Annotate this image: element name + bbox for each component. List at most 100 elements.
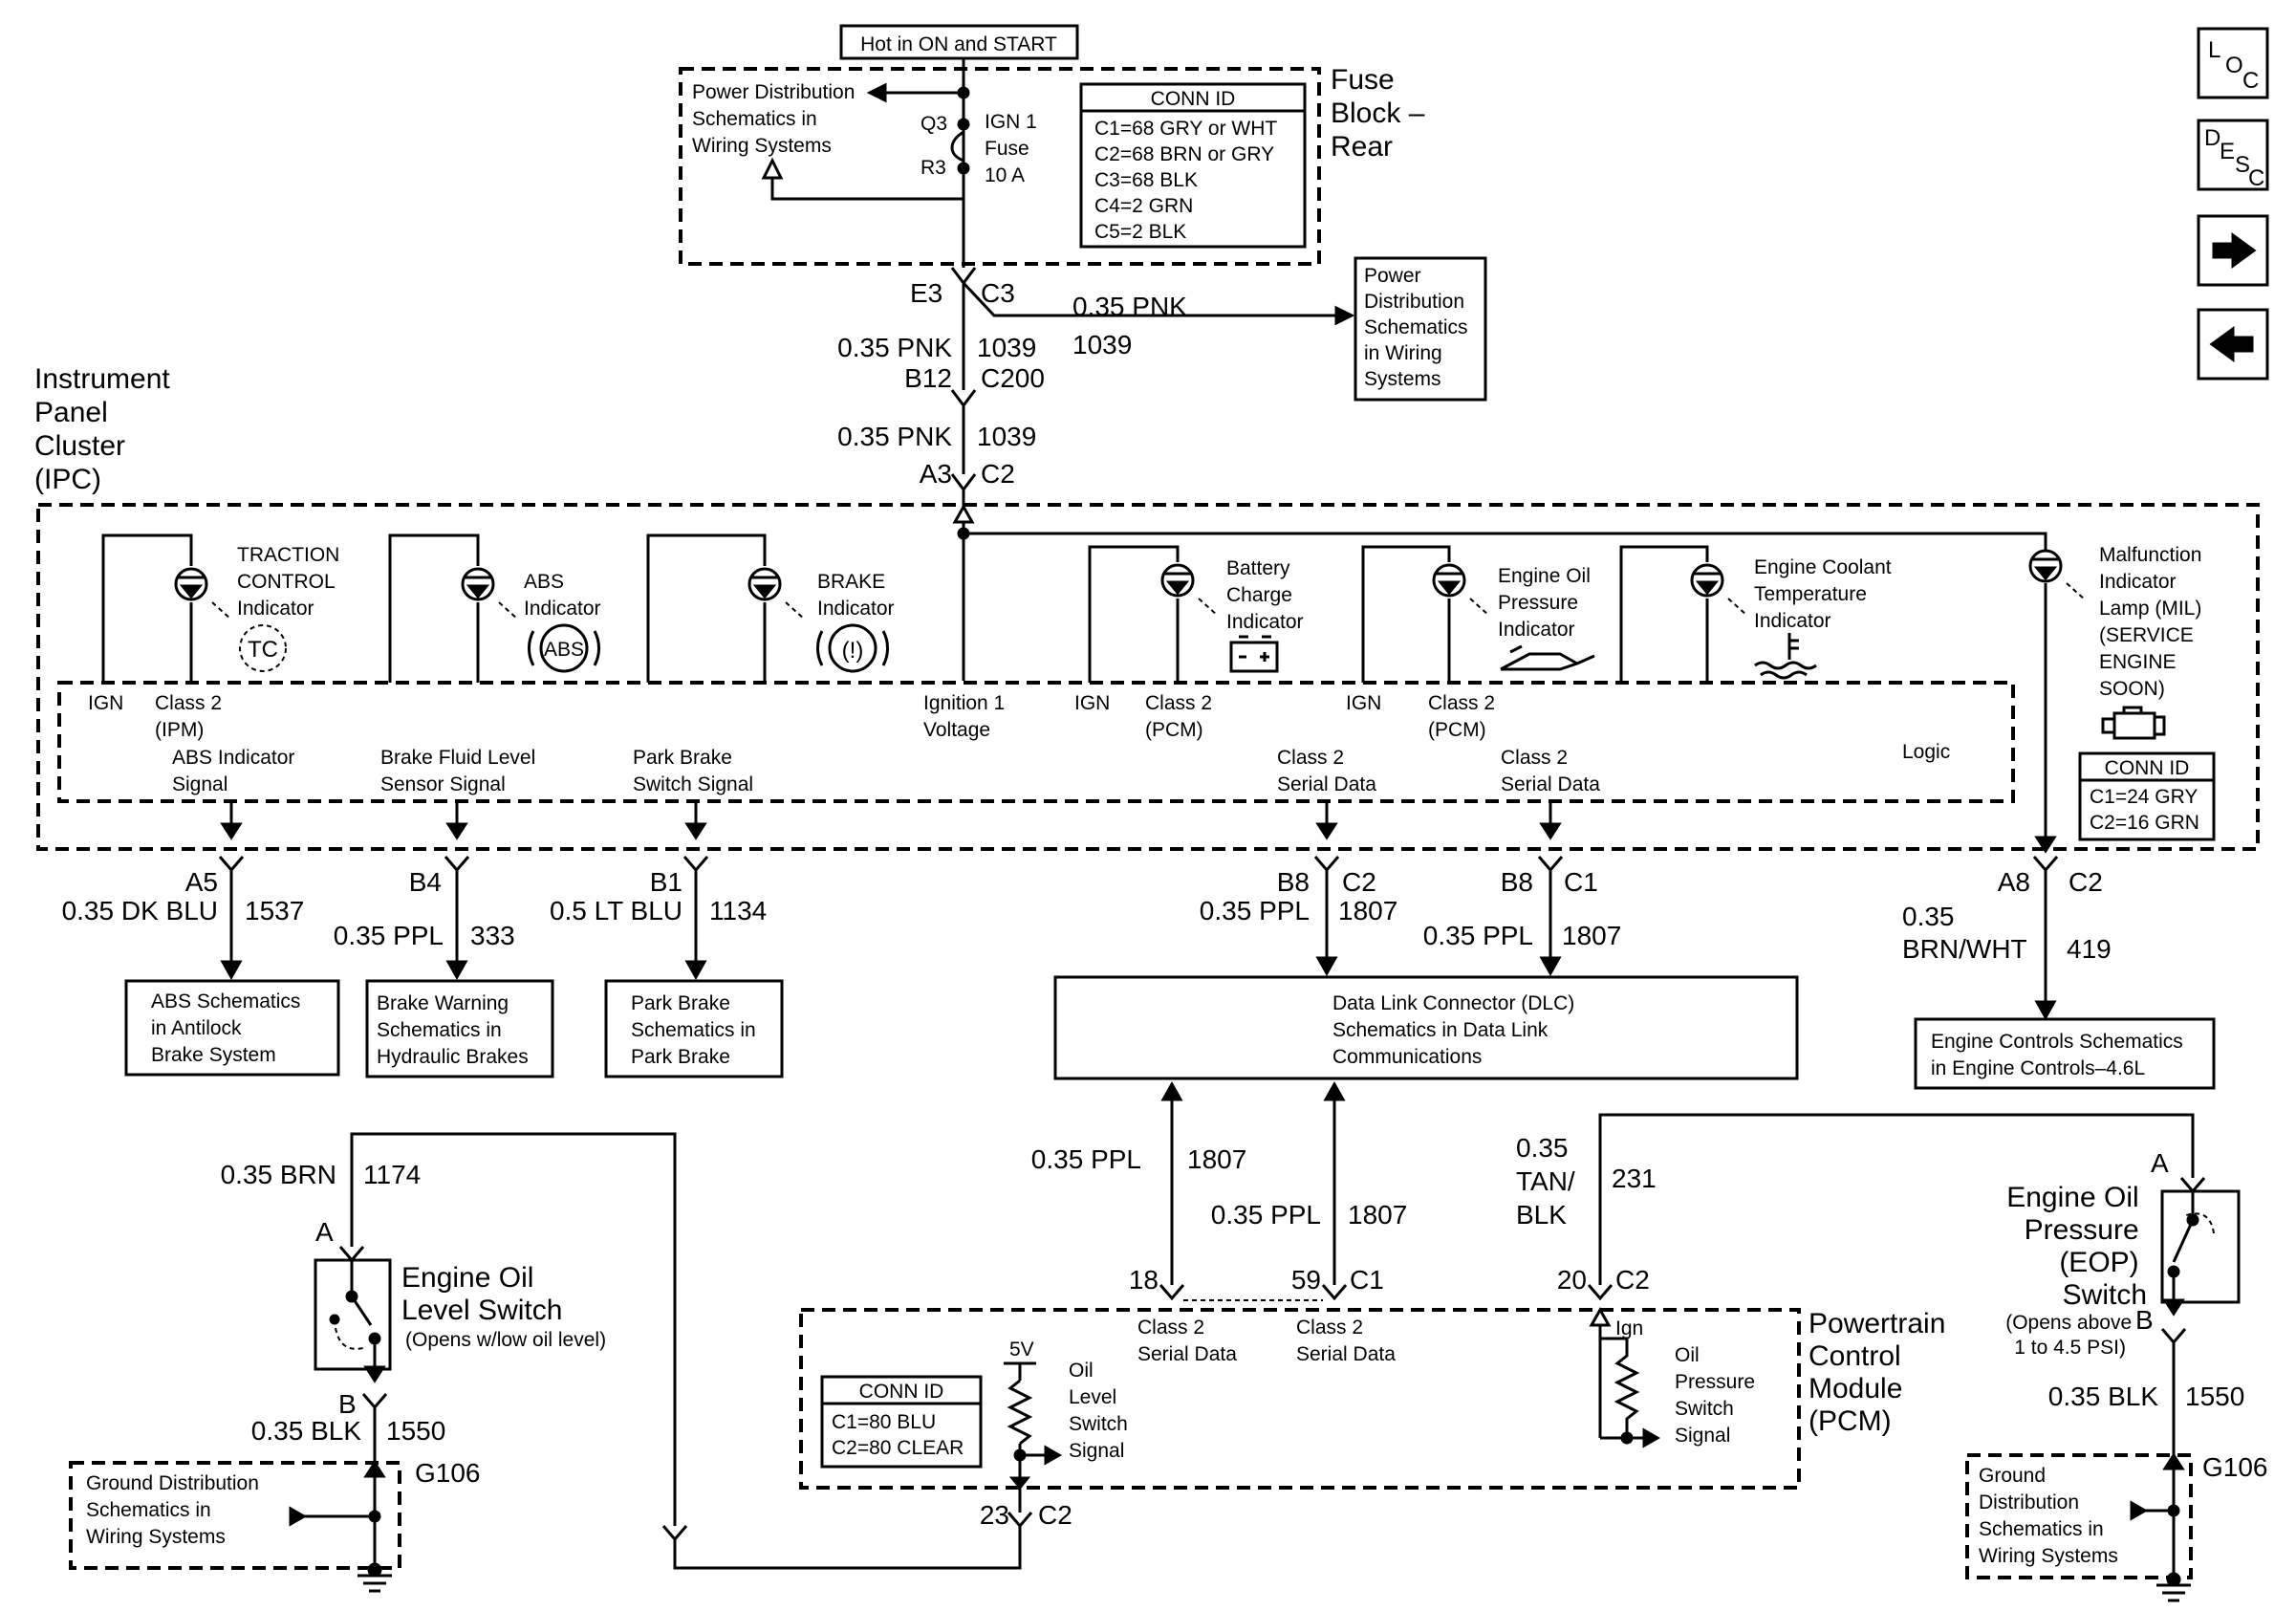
coolant-temp-icon [1754,633,1817,680]
wire-1807-d-color: 0.35 PPL [1211,1200,1321,1230]
pcm-label: Powertrain Control Module (PCM) [1809,1308,1954,1437]
b4-pin-label: B4 [409,867,442,897]
dlc-label: Data Link Connector (DLC) Schematics in … [1332,992,1580,1068]
wire-1807-d-circuit: 1807 [1348,1200,1407,1230]
wire-419-circuit: 419 [2067,934,2112,964]
g106-label: G106 [415,1458,481,1488]
battery-indicator-label: Battery Charge Indicator [1226,557,1304,633]
fuse-block-rear-label: Fuse Block – Rear [1331,64,1433,163]
svg-text:L: L [2208,37,2220,63]
battery-icon [1229,635,1279,673]
r3-terminal [957,162,970,175]
ground-icon [357,1562,392,1593]
branch-circuit-label: 1039 [1072,330,1132,359]
oil-pressure-indicator-label: Engine Oil Pressure Indicator [1498,565,1596,641]
q3-terminal [957,118,970,131]
power-section: Hot in ON and START Power Distribution S… [679,24,1487,507]
oil-pressure-lamp-icon [1432,563,1490,617]
svg-text:O: O [2225,53,2243,78]
wire-1550-b-circuit: 1550 [2185,1382,2244,1411]
ign-resistor-icon [1600,1337,1640,1438]
oil-can-icon [1500,644,1595,671]
e3-label: E3 [910,278,942,308]
eop-pin-a: A [2151,1148,2169,1178]
abs-symbol-text: ABS [544,639,584,661]
five-volt-label: 5V [1009,1339,1034,1361]
pcm-box [799,1308,1801,1490]
coolant-indicator-label: Engine Coolant Temperature Indicator [1754,556,1896,632]
ipc-label: Instrument Panel Cluster (IPC) [34,363,178,495]
c200-label: C200 [981,363,1045,393]
a8-c2-connector [2032,856,2059,873]
ign-label-2: IGN [1074,692,1110,714]
svg-text:C: C [2242,68,2259,94]
pcm-serial-label-1: Class 2 Serial Data [1137,1317,1237,1365]
a5-connector [218,856,245,873]
pd-top-label: Power Distribution Schematics in Wiring … [692,81,860,157]
wire-1807-c-circuit: 1807 [1187,1144,1246,1174]
ground-distribution-label: Ground Distribution Schematics in Wiring… [86,1472,265,1548]
abs-schematics-label: ABS Schematics in Antilock Brake System [151,991,306,1066]
class2-pcm-label-2: Class 2 (PCM) [1428,692,1501,741]
r3-label: R3 [921,157,946,179]
desc-button[interactable]: D E S C [2197,119,2269,191]
wire-1174-color: 0.35 BRN [221,1160,336,1189]
svg-text:S: S [2235,152,2250,178]
pd-up-arrow-line [770,177,964,201]
ignition1-voltage-label: Ignition 1 Voltage [923,692,1010,741]
wire-1807-b-circuit: 1807 [1562,921,1621,950]
ground-distribution-box-2 [1965,1453,2193,1579]
wire-333-color: 0.35 PPL [334,921,444,950]
ipc-conn-id-rows: C1=24 GRY C2=16 GRN [2090,786,2203,834]
park-brake-box [604,979,784,1078]
mil-indicator-label: Malfunction Indicator Lamp (MIL) (SERVIC… [2099,544,2207,700]
ipc-conn-id-title: CONN ID [2105,757,2190,779]
pcm-conn-id [820,1375,983,1469]
pin23-connector [661,1525,688,1542]
next-page-button[interactable] [2197,214,2269,287]
wire-1807-c-color: 0.35 PPL [1031,1144,1141,1174]
ipc-conn-id [2078,751,2216,841]
b8-c1-connector [1537,856,1564,873]
traction-lamp-icon [174,567,232,620]
tc-symbol-icon [239,624,287,672]
ign-label-1: IGN [88,692,123,714]
b12-label: B12 [904,363,952,393]
wire-1174-circuit: 1174 [363,1160,421,1189]
pin18-label: 18 [1129,1265,1159,1295]
brake-lamp-icon [747,567,806,620]
eop-pin-a-connector [2179,1177,2206,1194]
prev-page-button[interactable] [2197,308,2269,381]
pin20-label: 20 [1557,1265,1587,1295]
eop-note: (Opens above 1 to 4.5 PSI) [2005,1312,2137,1359]
eop-switch-label: Engine Oil Pressure (EOP) Switch [2006,1182,2147,1311]
a5-pin-label: A5 [185,867,218,897]
wire-1134-circuit: 1134 [709,896,767,925]
oil-level-switch-contact [350,1295,373,1326]
pin18-connector [1159,1284,1185,1301]
ground-distribution-label-2: Ground Distribution Schematics in Wiring… [1979,1465,2118,1567]
ipc-input-arrowhead [952,503,975,524]
svg-text:C: C [2248,165,2264,191]
ground-distribution-box [69,1461,401,1570]
svg-text:D: D [2204,125,2220,151]
pullup-resistor-icon [1007,1379,1033,1446]
wire-1807-a-circuit: 1807 [1338,896,1397,925]
oil-level-pin-b: B [338,1389,357,1419]
oil-pressure-signal-label: Oil Pressure Switch Signal [1675,1344,1761,1447]
arrow-left-icon [2209,326,2254,362]
b1-connector [682,856,709,873]
fuse-block-rear-box [679,67,1321,266]
loc-button[interactable]: L O C [2197,27,2269,99]
wire-1537-circuit: 1537 [245,896,304,925]
b4-connector [444,856,470,873]
branch-wire-label: 0.35 PNK [1072,292,1187,321]
pin20-connector [1587,1284,1614,1301]
oil-level-note: (Opens w/low oil level) [405,1329,606,1351]
wire-1134-color: 0.5 LT BLU [550,896,682,925]
g106-label-2: G106 [2202,1452,2268,1482]
fuse-symbol [950,130,964,163]
pd-right-label: Power Distribution Schematics in Wiring … [1364,265,1473,390]
class2-serial-label-2: Class 2 Serial Data [1501,747,1600,795]
eop-pin-b: B [2135,1305,2154,1335]
